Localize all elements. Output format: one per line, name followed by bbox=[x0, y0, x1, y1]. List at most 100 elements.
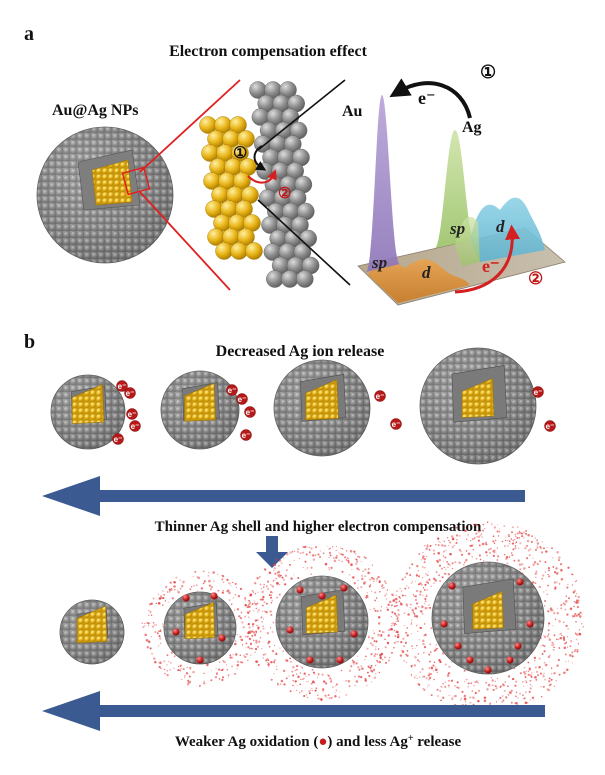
ag-ion-speck bbox=[225, 664, 228, 666]
ag-ion-speck bbox=[377, 575, 380, 579]
ag-ion-speck bbox=[405, 603, 408, 606]
ag-ion-speck bbox=[535, 576, 537, 579]
electron-dot bbox=[244, 406, 256, 418]
ag-ion-speck bbox=[526, 539, 530, 543]
ag-ion-speck bbox=[341, 560, 343, 563]
ag-ion-speck bbox=[270, 613, 273, 616]
ag-ion-speck bbox=[268, 571, 272, 575]
gold-core bbox=[461, 378, 495, 418]
gold-core bbox=[76, 605, 108, 644]
ag-ion-speck bbox=[256, 602, 259, 605]
ag-ion-speck bbox=[262, 653, 265, 656]
ag-ion-speck bbox=[436, 688, 439, 691]
ag-ion-speck bbox=[547, 584, 549, 587]
electron-dot bbox=[240, 429, 252, 441]
ag-ion-speck bbox=[573, 650, 576, 653]
ag-ion-speck bbox=[469, 696, 472, 699]
ag-ion-speck bbox=[162, 596, 165, 600]
ag-ion-speck bbox=[372, 668, 376, 672]
ag-ion-speck bbox=[265, 610, 268, 614]
big-nanoparticle bbox=[36, 126, 174, 264]
ag-ion-speck bbox=[554, 618, 557, 621]
ag-ion-speck bbox=[409, 607, 411, 609]
ag-ion-speck bbox=[255, 639, 258, 642]
ag-ion-speck bbox=[578, 632, 582, 636]
ag-ion-speck bbox=[360, 675, 363, 679]
ag-ion-speck bbox=[255, 641, 258, 644]
ag-ion-speck bbox=[269, 610, 272, 613]
ag-ion-speck bbox=[406, 627, 408, 629]
gold-core bbox=[305, 379, 339, 421]
ag-ion-speck bbox=[221, 676, 225, 679]
ag-ion-speck bbox=[475, 557, 478, 560]
ag-ion-speck bbox=[390, 623, 392, 625]
ag-ion-speck bbox=[540, 695, 543, 698]
ag-ion-speck bbox=[302, 678, 304, 681]
ag-ion-speck bbox=[428, 667, 431, 670]
ag-ion-speck bbox=[560, 578, 564, 581]
ag-ion-speck bbox=[484, 542, 488, 546]
ag-ion-speck bbox=[427, 570, 429, 573]
ag-ion-speck bbox=[317, 674, 319, 677]
ag-ion-speck bbox=[280, 574, 282, 577]
ag-ion-speck bbox=[358, 668, 361, 671]
ag-ion-speck bbox=[299, 691, 301, 694]
ag-ion-speck bbox=[548, 677, 551, 680]
particle-label: Au@Ag NPs bbox=[52, 102, 138, 119]
ag-ion-speck bbox=[429, 673, 433, 676]
ag-ion-speck bbox=[525, 670, 528, 673]
ag-ion-speck bbox=[397, 620, 400, 623]
ag-ion-speck bbox=[302, 567, 304, 569]
ag-ion-speck bbox=[418, 552, 421, 556]
ag-ion-speck bbox=[288, 675, 290, 677]
ag-ion-speck bbox=[528, 690, 531, 693]
ag-ion-speck bbox=[262, 610, 264, 612]
ag-ion-speck bbox=[150, 636, 152, 638]
ag-ion-speck bbox=[247, 622, 250, 626]
ag-ion-speck bbox=[278, 571, 281, 574]
ag-ion-speck bbox=[367, 571, 370, 575]
ag-ion-speck bbox=[244, 598, 247, 601]
ag-ion-speck bbox=[344, 555, 346, 558]
orbital-d-ag: d bbox=[496, 217, 505, 236]
ag-ion-speck bbox=[203, 680, 205, 682]
ag-ion-speck bbox=[365, 646, 367, 648]
ag-ion-speck bbox=[147, 622, 150, 624]
ag-ion-speck bbox=[541, 577, 544, 580]
ag-ion-speck bbox=[352, 661, 356, 664]
oxidized-ag-atom bbox=[318, 592, 326, 600]
ag-ion-speck bbox=[463, 531, 465, 533]
ag-ion-speck bbox=[345, 679, 348, 682]
ag-ion-speck bbox=[540, 551, 544, 554]
ag-ion-speck bbox=[231, 665, 233, 668]
ag-ion-speck bbox=[514, 533, 516, 535]
ag-ion-speck bbox=[161, 604, 164, 606]
ag-ion-speck bbox=[367, 594, 369, 597]
ag-ion-speck bbox=[571, 662, 574, 664]
ag-ion-speck bbox=[384, 661, 388, 664]
ag-ion-speck bbox=[179, 669, 182, 672]
ag-ion-speck bbox=[309, 689, 312, 692]
ag-ion-speck bbox=[364, 568, 367, 571]
ag-ion-speck bbox=[282, 650, 285, 653]
ag-ion-speck bbox=[510, 701, 513, 704]
ag-ion-speck bbox=[415, 589, 419, 593]
ag-ion-speck bbox=[438, 558, 441, 562]
oxidized-ag-atom bbox=[350, 630, 358, 638]
ag-ion-speck bbox=[381, 631, 384, 633]
ag-ion-speck bbox=[551, 667, 553, 669]
ag-ion-speck bbox=[532, 563, 535, 566]
ag-ion-speck bbox=[493, 542, 496, 545]
ag-ion-speck bbox=[546, 593, 548, 595]
ag-ion-speck bbox=[513, 559, 516, 562]
ag-ion-speck bbox=[474, 691, 477, 695]
ag-ion-speck bbox=[267, 663, 270, 666]
ag-ion-speck bbox=[376, 659, 379, 662]
ag-ion-speck bbox=[400, 641, 403, 644]
ag-ion-speck bbox=[404, 641, 407, 644]
ag-ion-speck bbox=[466, 538, 468, 540]
ag-ion-speck bbox=[502, 683, 506, 687]
ag-ion-speck bbox=[538, 657, 541, 660]
ag-ion-speck bbox=[563, 646, 567, 650]
ag-ion-speck bbox=[155, 602, 158, 605]
